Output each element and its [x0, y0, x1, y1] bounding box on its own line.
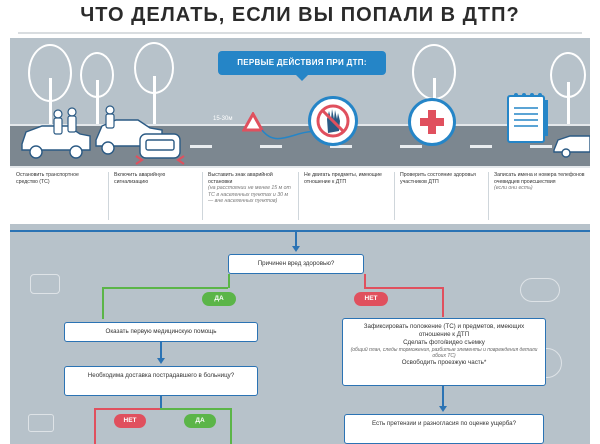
road-marking	[190, 145, 212, 148]
fix-title: Зафиксировать положение (ТС) и предметов…	[363, 323, 525, 338]
yes-branch-line	[102, 287, 104, 319]
step-witnesses: Записать имена и номера телефонов очевид…	[494, 172, 586, 192]
no-pill: НЕТ	[354, 292, 388, 306]
step-text: Включить аварийную сигнализацию	[114, 172, 166, 185]
notepad-icon	[507, 93, 548, 143]
tree-trunk	[153, 76, 156, 126]
hospital-question: Необходима доставка пострадавшего в боль…	[87, 372, 235, 379]
first-aid-box: Оказать первую медицинскую помощь	[64, 322, 258, 342]
steps-strip: Остановить транспортное средство (ТС) Вк…	[10, 168, 590, 224]
step-text: Остановить транспортное средство (ТС)	[16, 172, 79, 185]
health-question: Причинен вред здоровью?	[257, 260, 335, 267]
step-text: Не двигать предметы, имеющие отношение к…	[304, 172, 382, 185]
first-aid-icon	[408, 98, 456, 146]
connector-line	[295, 230, 297, 248]
road-marking	[400, 145, 422, 148]
section-rule	[10, 230, 590, 232]
health-question-box: Причинен вред здоровью?	[228, 254, 364, 274]
yes-branch-line	[230, 408, 232, 444]
step-note: (на расстоянии не менее 15 м от ТС в нас…	[208, 185, 291, 205]
step-warning-sign: Выставить знак аварийной остановки (на р…	[208, 172, 294, 205]
step-stop-vehicle: Остановить транспортное средство (ТС)	[16, 172, 102, 185]
first-actions-header: ПЕРВЫЕ ДЕЙСТВИЯ ПРИ ДТП:	[218, 51, 386, 81]
arrow-down-icon	[439, 406, 447, 412]
background-doodle	[30, 274, 60, 294]
arrow-down-icon	[292, 246, 300, 252]
background-doodle	[520, 278, 560, 302]
road-marking	[470, 145, 492, 148]
no-branch-line	[442, 287, 444, 317]
step-divider	[202, 172, 203, 220]
step-divider	[394, 172, 395, 220]
step-divider	[488, 172, 489, 220]
medical-cross-icon	[420, 110, 444, 134]
infographic-panel: 15-30м ПЕРВЫЕ ДЕЙСТВИЯ ПРИ ДТП:	[10, 38, 590, 444]
fix-note: (общий план, следы торможения, разбитые …	[350, 347, 538, 359]
crashed-cars-icon	[21, 105, 185, 165]
step-divider	[298, 172, 299, 220]
step-text: Выставить знак аварийной остановки	[208, 172, 273, 185]
no-touch-icon	[308, 96, 358, 146]
fix-photo: Сделать фото/видео съемку	[403, 339, 485, 346]
claims-question-box: Есть претензии и разногласия по оценке у…	[344, 414, 544, 444]
tree-trunk	[96, 80, 99, 126]
car-icon	[553, 135, 590, 158]
road-marking	[530, 145, 552, 148]
step-check-health: Проверить состояние здоровья участников …	[400, 172, 486, 185]
connector-line	[160, 342, 162, 360]
arrow-down-icon	[157, 358, 165, 364]
tree-trunk	[567, 82, 570, 126]
no-branch-line	[94, 408, 96, 444]
free-lane: Освободить проезжую часть*	[401, 359, 487, 366]
no-branch-line	[364, 274, 366, 288]
yes-branch-line	[160, 396, 162, 409]
step-text: Записать имена и номера телефонов очевид…	[494, 172, 585, 185]
road-edge	[10, 124, 590, 127]
no-branch-line	[94, 408, 160, 410]
fix-evidence-box: Зафиксировать положение (ТС) и предметов…	[342, 318, 546, 386]
road-scene: 15-30м ПЕРВЫЕ ДЕЙСТВИЯ ПРИ ДТП:	[10, 38, 590, 168]
claims-question: Есть претензии и разногласия по оценке у…	[371, 420, 517, 427]
yes-pill: ДА	[202, 292, 236, 306]
tree-trunk	[49, 78, 52, 126]
step-note: (если они есть)	[494, 185, 533, 192]
yes-branch-line	[160, 408, 230, 410]
connector-line	[442, 386, 444, 408]
distance-label: 15-30м	[213, 116, 233, 122]
step-hazard-lights: Включить аварийную сигнализацию	[114, 172, 200, 185]
hand-prohibited-icon	[316, 104, 350, 138]
first-aid-text: Оказать первую медицинскую помощь	[105, 328, 217, 335]
road-edge	[10, 166, 590, 168]
hospital-question-box: Необходима доставка пострадавшего в боль…	[64, 366, 258, 396]
yes-branch-line	[228, 274, 230, 288]
title-divider	[18, 32, 582, 34]
no-branch-line	[364, 287, 442, 289]
step-do-not-move: Не двигать предметы, имеющие отношение к…	[304, 172, 390, 185]
yes-branch-line	[102, 287, 228, 289]
road-marking	[260, 145, 282, 148]
step-text: Проверить состояние здоровья участников …	[400, 172, 476, 185]
warning-triangle-icon	[242, 112, 264, 132]
yes-pill: ДА	[184, 414, 216, 428]
background-doodle	[28, 414, 54, 432]
page-title: ЧТО ДЕЛАТЬ, ЕСЛИ ВЫ ПОПАЛИ В ДТП?	[80, 4, 520, 26]
road-marking	[330, 145, 352, 148]
no-pill: НЕТ	[114, 414, 146, 428]
step-divider	[108, 172, 109, 220]
